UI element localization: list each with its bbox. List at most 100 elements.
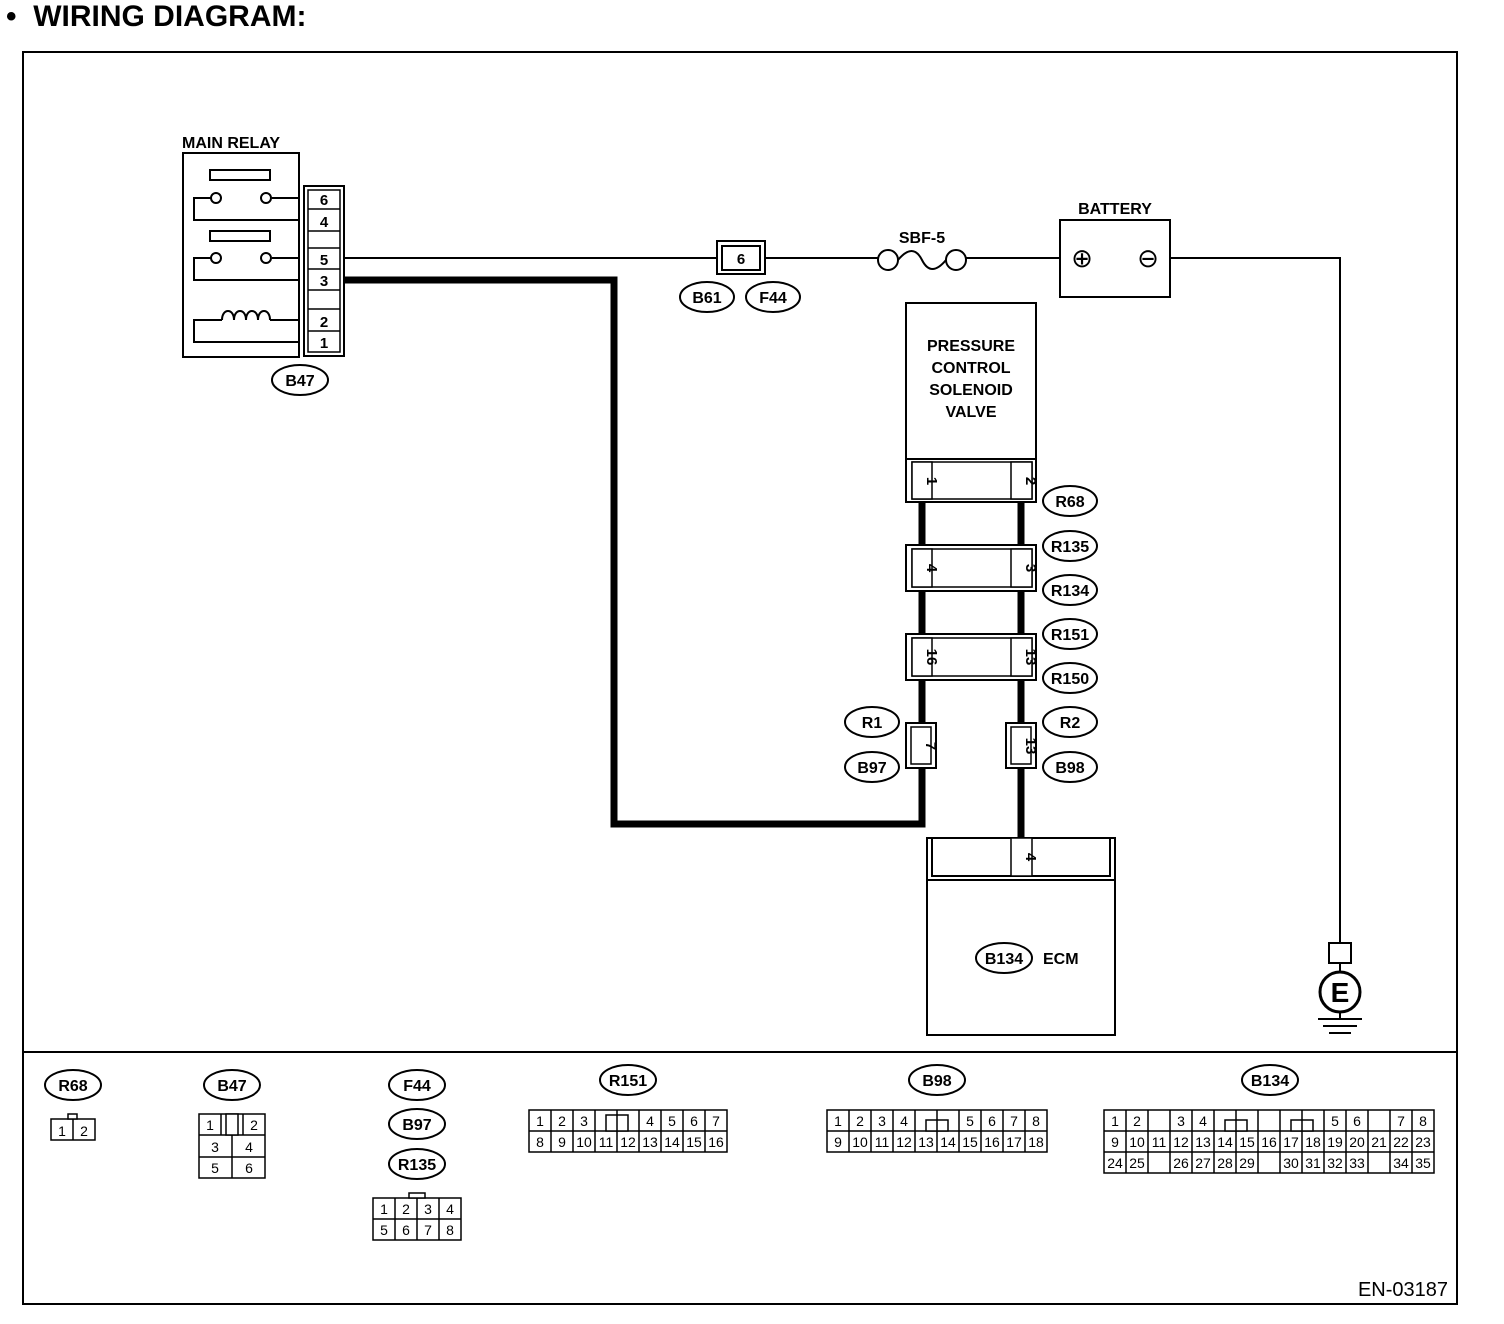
legend-b134-pin-25: 25 [1129, 1155, 1145, 1171]
connector-label-r2: R2 [1060, 715, 1081, 732]
diagram-frame [22, 51, 1458, 1305]
fuse-label: SBF-5 [899, 230, 945, 247]
legend-b47-pin-6: 6 [245, 1160, 253, 1176]
legend-b134-pin-14: 14 [1217, 1134, 1233, 1150]
wire-relay-to-solenoid [344, 276, 926, 828]
main-relay-box [182, 152, 300, 358]
legend-b134-pin-15: 15 [1239, 1134, 1255, 1150]
legend-b47-pin-5: 5 [211, 1160, 219, 1176]
connector-label-r150: R150 [1051, 671, 1089, 688]
solenoid-label-line-2: CONTROL [931, 360, 1010, 377]
connector-label-b97: B97 [857, 760, 886, 777]
legend-f44-pin-7: 7 [424, 1222, 432, 1238]
legend-r151-pin-15: 15 [686, 1134, 702, 1150]
joint2-pin-left: 16 [923, 649, 940, 666]
legend-r151: R151 1 2 3 4 5 6 7 8 9 10 11 12 13 14 15… [528, 1064, 728, 1153]
battery-positive-icon: ⊕ [1071, 243, 1093, 273]
legend-b134-pin-29: 29 [1239, 1155, 1255, 1171]
legend-label-f44: F44 [403, 1078, 431, 1095]
title-text: WIRING DIAGRAM: [33, 0, 307, 33]
legend-b134-pin-1: 1 [1111, 1113, 1119, 1129]
legend-b98-pin-13: 13 [918, 1134, 934, 1150]
connector-r2-b98: 13 R2 B98 [1005, 706, 1098, 783]
connector-label-b61: B61 [692, 290, 721, 307]
main-relay-label: MAIN RELAY [182, 135, 280, 152]
legend-r151-pin-12: 12 [620, 1134, 636, 1150]
legend-b134-pin-28: 28 [1217, 1155, 1233, 1171]
joint2-pin-right: 13 [1022, 649, 1039, 666]
figure-id: EN-03187 [1358, 1279, 1448, 1301]
relay-contact-bar-2 [209, 230, 271, 242]
legend-b98-pin-9: 9 [834, 1134, 842, 1150]
legend-b134-pin-7: 7 [1397, 1113, 1405, 1129]
relay-contact-terminal [260, 192, 272, 204]
battery: BATTERY ⊕ ⊖ [1059, 201, 1171, 298]
relay-pin-6: 6 [320, 192, 328, 209]
connector-label-b47: B47 [285, 373, 314, 390]
legend-b134-pin-6: 6 [1353, 1113, 1361, 1129]
page-title: • WIRING DIAGRAM: [6, 0, 306, 34]
legend-b134-pin-34: 34 [1393, 1155, 1409, 1171]
legend-b98-pin-7: 7 [1010, 1113, 1018, 1129]
legend-r151-pin-9: 9 [558, 1134, 566, 1150]
relay-contact-terminal [260, 252, 272, 264]
legend-b134-pin-26: 26 [1173, 1155, 1189, 1171]
relay-pin-2: 2 [320, 314, 328, 331]
legend-b134-pin-23: 23 [1415, 1134, 1431, 1150]
legend-f44-pin-4: 4 [446, 1201, 454, 1217]
legend-b134-pin-5: 5 [1331, 1113, 1339, 1129]
legend-label-b98: B98 [922, 1073, 951, 1090]
solenoid-label-line-4: VALVE [946, 404, 997, 421]
legend-r151-pin-1: 1 [536, 1113, 544, 1129]
legend-f44-pin-3: 3 [424, 1201, 432, 1217]
legend-label-r135: R135 [398, 1157, 436, 1174]
relay-contact-bar-1 [209, 169, 271, 181]
relay-pin-block [303, 185, 345, 357]
legend-r151-pin-3: 3 [580, 1113, 588, 1129]
fuse-connector-pin: 6 [737, 251, 745, 268]
legend-r68: R68 1 2 [44, 1069, 102, 1141]
joint-connector-r135-r134: 4 3 R135 R134 [905, 530, 1098, 606]
wires [344, 257, 1341, 943]
legend-b134-pin-9: 9 [1111, 1134, 1119, 1150]
legend-b98-pin-18: 18 [1028, 1134, 1044, 1150]
legend-label-r68: R68 [58, 1078, 87, 1095]
legend-r151-pin-2: 2 [558, 1113, 566, 1129]
connector-label-r135: R135 [1051, 539, 1089, 556]
legend-r151-pin-14: 14 [664, 1134, 680, 1150]
fuse-icon [897, 250, 947, 270]
battery-box [1059, 219, 1171, 298]
solenoid-label-line-1: PRESSURE [927, 338, 1015, 355]
legend-b134-pin-17: 17 [1283, 1134, 1299, 1150]
legend-b98-pin-8: 8 [1032, 1113, 1040, 1129]
legend-b98-pin-16: 16 [984, 1134, 1000, 1150]
legend-r151-pin-6: 6 [690, 1113, 698, 1129]
legend-r151-pin-16: 16 [708, 1134, 724, 1150]
pressure-control-solenoid-valve: PRESSURE CONTROL SOLENOID VALVE 1 2 R68 [905, 302, 1098, 517]
legend-b134-pin-35: 35 [1415, 1155, 1431, 1171]
main-relay: MAIN RELAY 6 4 5 3 2 1 B47 [182, 135, 345, 396]
legend-f44-pin-5: 5 [380, 1222, 388, 1238]
connector-badge-b47 [271, 364, 329, 396]
relay-contact-terminal [210, 252, 222, 264]
connector-r2-pin: 13 [1022, 738, 1039, 755]
joint1-pin-left: 4 [923, 564, 940, 573]
solenoid-pin-2: 2 [1022, 477, 1039, 485]
ground-symbol: E [1331, 977, 1350, 1008]
fuse-sbf5: SBF-5 [877, 230, 967, 271]
legend-r68-pin-2: 2 [80, 1123, 88, 1139]
legend-b134-pin-18: 18 [1305, 1134, 1321, 1150]
legend-b134-pin-10: 10 [1129, 1134, 1145, 1150]
legend-b134-pin-21: 21 [1371, 1134, 1387, 1150]
legend-b134-pin-33: 33 [1349, 1155, 1365, 1171]
legend-b134-pin-27: 27 [1195, 1155, 1211, 1171]
connector-r1-pin: 7 [922, 742, 939, 750]
legend-b98-pin-11: 11 [875, 1134, 890, 1150]
connector-label-r151: R151 [1051, 627, 1089, 644]
legend-b134-pin-4: 4 [1199, 1113, 1207, 1129]
title-bullet: • [6, 0, 17, 33]
legend-b134-pin-8: 8 [1419, 1113, 1427, 1129]
legend-r151-pin-4: 4 [646, 1113, 654, 1129]
legend-b134-pin-13: 13 [1195, 1134, 1211, 1150]
